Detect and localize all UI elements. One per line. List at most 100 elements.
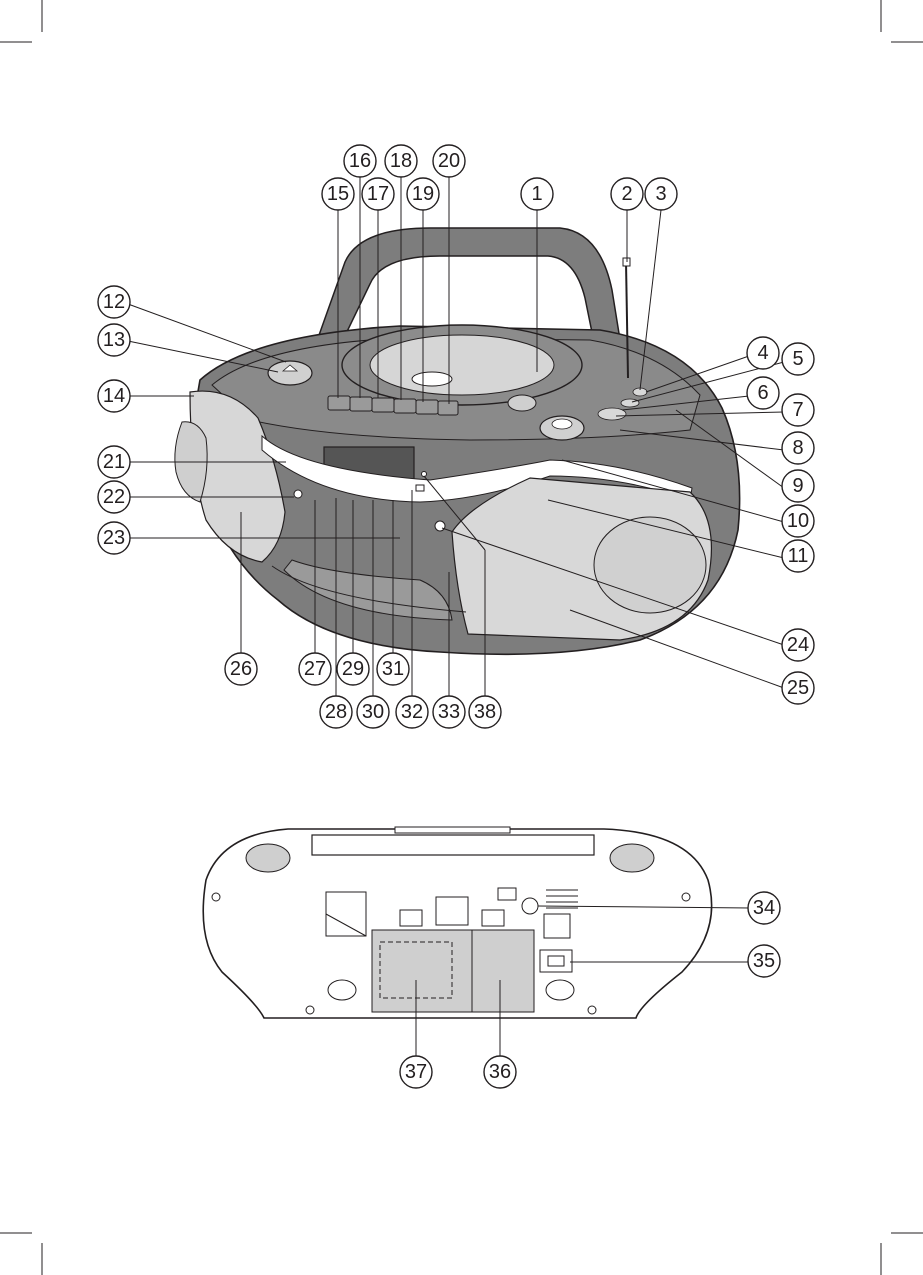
small-control-5 <box>620 398 640 408</box>
callout-15: 15 <box>321 177 355 211</box>
screw-left <box>211 892 221 902</box>
rear-center-panel <box>435 896 469 926</box>
callout-25: 25 <box>781 671 815 705</box>
cd-lid-latch <box>507 394 537 412</box>
svg-text:16: 16 <box>349 150 371 172</box>
svg-text:22: 22 <box>103 486 125 508</box>
rear-top-buttons <box>394 826 511 834</box>
callout-34: 34 <box>747 891 781 925</box>
led-indicator <box>293 489 303 499</box>
svg-text:17: 17 <box>367 183 389 205</box>
latch-right <box>481 909 505 927</box>
callout-35: 35 <box>747 944 781 978</box>
svg-text:37: 37 <box>405 1061 427 1083</box>
svg-text:9: 9 <box>792 475 803 497</box>
svg-text:34: 34 <box>753 897 775 919</box>
ir-sensor <box>421 471 427 477</box>
tuning-knob-cap <box>551 418 573 430</box>
callout-21: 21 <box>97 445 131 479</box>
screw-bottom-right <box>587 1005 597 1015</box>
svg-text:26: 26 <box>230 658 252 680</box>
callout-31: 31 <box>376 652 410 686</box>
svg-text:24: 24 <box>787 634 809 656</box>
screw-right <box>681 892 691 902</box>
lower-control-strip <box>283 559 453 621</box>
callout-1: 1 <box>520 177 554 211</box>
callout-33: 33 <box>432 695 466 729</box>
callout-24: 24 <box>781 628 815 662</box>
callout-28: 28 <box>319 695 353 729</box>
callout-13: 13 <box>97 323 131 357</box>
svg-text:25: 25 <box>787 677 809 699</box>
svg-text:12: 12 <box>103 291 125 313</box>
svg-text:30: 30 <box>362 701 384 723</box>
battery-door-right <box>471 929 535 1013</box>
knob-arrow-icon <box>281 364 299 372</box>
callout-4: 4 <box>746 336 780 370</box>
aux-jack <box>521 897 539 915</box>
rear-speaker-right <box>609 843 655 873</box>
svg-text:29: 29 <box>342 658 364 680</box>
callout-14: 14 <box>97 379 131 413</box>
volume-knob-left <box>267 360 313 386</box>
rear-speaker-left <box>245 843 291 873</box>
cd-window <box>369 334 555 396</box>
callout-20: 20 <box>432 144 466 178</box>
svg-text:10: 10 <box>787 510 809 532</box>
svg-text:8: 8 <box>792 437 803 459</box>
rear-vent-grille <box>546 889 578 909</box>
svg-text:3: 3 <box>655 183 666 205</box>
callout-12: 12 <box>97 285 131 319</box>
svg-text:6: 6 <box>757 382 768 404</box>
callout-29: 29 <box>336 652 370 686</box>
callout-3: 3 <box>644 177 678 211</box>
switch-box <box>497 887 517 901</box>
svg-text:4: 4 <box>757 342 768 364</box>
rear-leader-lines <box>415 905 751 1056</box>
front-view-boombox <box>174 227 741 656</box>
screw-bottom-left <box>305 1005 315 1015</box>
callout-37: 37 <box>399 1055 433 1089</box>
svg-text:21: 21 <box>103 451 125 473</box>
latch-left <box>399 909 423 927</box>
foot-right <box>545 979 575 1001</box>
callout-16: 16 <box>343 144 377 178</box>
svg-text:5: 5 <box>792 348 803 370</box>
callout-38: 38 <box>468 695 502 729</box>
callout-30: 30 <box>356 695 390 729</box>
svg-text:28: 28 <box>325 701 347 723</box>
svg-text:38: 38 <box>474 701 496 723</box>
callout-36: 36 <box>483 1055 517 1089</box>
callout-17: 17 <box>361 177 395 211</box>
callout-11: 11 <box>781 539 815 573</box>
foot-left <box>327 979 357 1001</box>
right-speaker-cone <box>593 516 707 614</box>
rear-label-plate-diagonal <box>325 913 367 937</box>
svg-text:7: 7 <box>792 399 803 421</box>
top-button-row <box>327 395 459 416</box>
rear-view-boombox <box>202 826 713 1019</box>
svg-text:18: 18 <box>390 150 412 172</box>
callout-22: 22 <box>97 480 131 514</box>
svg-text:27: 27 <box>304 658 326 680</box>
svg-text:20: 20 <box>438 150 460 172</box>
ac-socket-inner <box>547 955 565 967</box>
cd-spindle <box>411 371 453 387</box>
callout-markers: 1 2 3 4 5 6 7 8 9 10 11 12 13 14 15 16 1… <box>97 144 815 1089</box>
svg-text:1: 1 <box>531 183 542 205</box>
callout-19: 19 <box>406 177 440 211</box>
svg-text:2: 2 <box>621 183 632 205</box>
callout-9: 9 <box>781 469 815 503</box>
callout-7: 7 <box>781 393 815 427</box>
svg-text:32: 32 <box>401 701 423 723</box>
rear-label-plate <box>325 891 367 937</box>
svg-text:11: 11 <box>788 545 809 567</box>
svg-text:23: 23 <box>103 527 125 549</box>
antenna-rod <box>625 261 629 379</box>
callout-32: 32 <box>395 695 429 729</box>
svg-text:14: 14 <box>103 385 125 407</box>
callout-8: 8 <box>781 431 815 465</box>
headphone-jack <box>434 520 446 532</box>
